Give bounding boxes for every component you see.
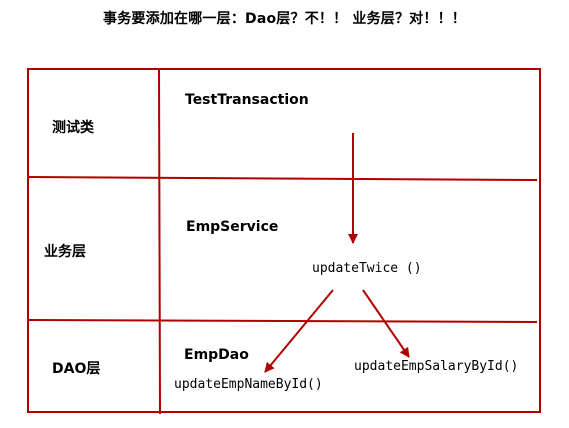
arrow-service-to-name: [264, 289, 334, 373]
column-divider: [158, 68, 161, 415]
method-update-twice: updateTwice (): [312, 261, 422, 276]
class-emp-service: EmpService: [186, 219, 279, 235]
arrow-service-to-salary: [362, 289, 410, 358]
method-update-salary: updateEmpSalaryById(): [354, 359, 519, 374]
layer-label-service: 业务层: [44, 244, 86, 260]
frame-border: [27, 68, 541, 413]
row-divider-2: [27, 319, 538, 323]
layer-label-dao: DAO层: [52, 361, 101, 377]
row-divider-1: [27, 176, 538, 181]
method-update-name: updateEmpNameById(): [174, 377, 323, 392]
class-emp-dao: EmpDao: [184, 347, 249, 363]
layer-label-test: 测试类: [52, 120, 94, 136]
diagram-title: 事务要添加在哪一层：Dao层？不！！ 业务层？对！！！: [103, 11, 466, 27]
class-test-transaction: TestTransaction: [185, 92, 309, 108]
